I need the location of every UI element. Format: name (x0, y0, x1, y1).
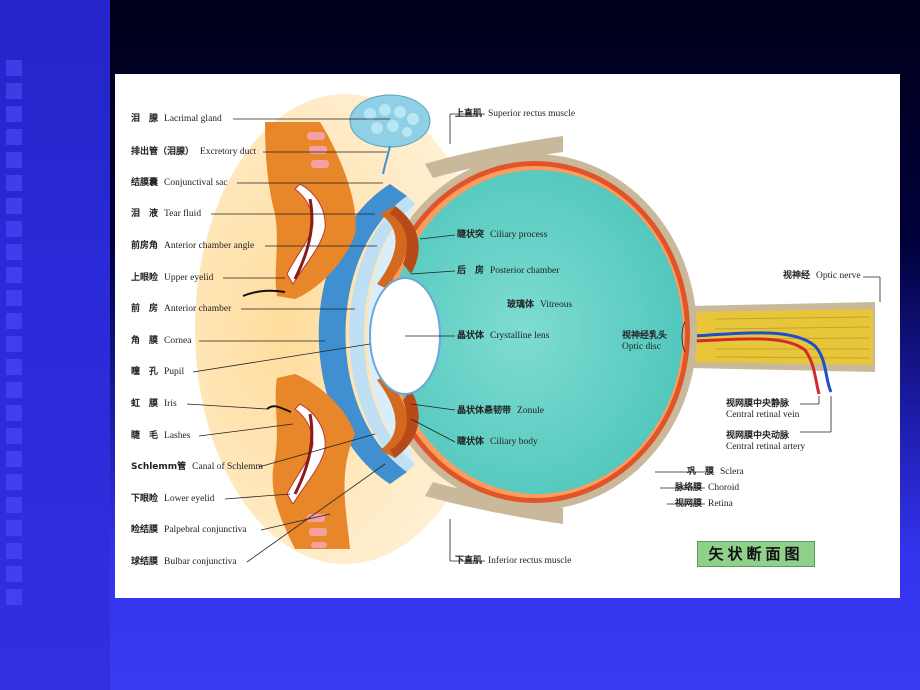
square (6, 336, 22, 352)
square (6, 497, 22, 513)
square (6, 106, 22, 122)
right-leader-lines (405, 113, 881, 562)
eye-diagram-drawing (186, 94, 881, 564)
square (6, 520, 22, 536)
square (6, 359, 22, 375)
square (6, 175, 22, 191)
square (6, 589, 22, 605)
left-leader-lines (186, 118, 390, 563)
square (6, 566, 22, 582)
anterior-chamber (367, 204, 415, 464)
iris-lower (377, 376, 409, 458)
label-excretory-duct: 排出管（泪腺）Excretory duct (131, 147, 257, 157)
decorative-squares (0, 60, 30, 612)
square (6, 543, 22, 559)
upper-eyelid (265, 122, 356, 299)
left-band (0, 0, 110, 690)
ciliary-body-upper (390, 206, 419, 274)
square (6, 382, 22, 398)
lower-lashes (266, 405, 292, 413)
lacrimal-gland (349, 94, 431, 175)
square (6, 290, 22, 306)
square (6, 474, 22, 490)
lower-eyelid (272, 374, 355, 549)
square (6, 451, 22, 467)
square (6, 152, 22, 168)
square (6, 405, 22, 421)
square (6, 428, 22, 444)
square (6, 244, 22, 260)
figure-title: 矢状断面图 (697, 541, 815, 567)
vitreous-body (391, 170, 683, 494)
square (6, 313, 22, 329)
optic-nerve (690, 302, 875, 395)
square (6, 267, 22, 283)
iris-upper (377, 206, 409, 288)
ciliary-body-lower (390, 390, 419, 458)
upper-lashes (242, 289, 286, 297)
square (6, 83, 22, 99)
square (6, 60, 22, 76)
square (6, 221, 22, 237)
square (6, 198, 22, 214)
superior-rectus-muscle (425, 136, 563, 178)
square (6, 129, 22, 145)
